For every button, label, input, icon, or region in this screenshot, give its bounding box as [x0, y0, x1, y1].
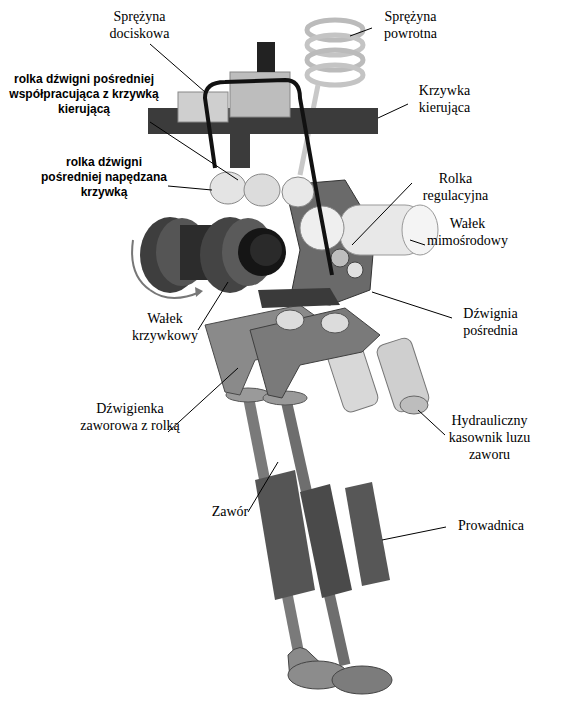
adjusting-roller — [331, 249, 349, 267]
adjusting-roller — [347, 262, 363, 278]
leader-line — [150, 44, 205, 92]
guide-block — [178, 92, 228, 122]
lever-contact-surface — [258, 288, 340, 308]
guide-cam — [148, 42, 378, 168]
part-label: Zawór — [205, 503, 255, 520]
part-label: Dźwignia pośrednia — [448, 305, 533, 339]
part-label: rolka dźwigni pośredniej współpracująca … — [4, 72, 164, 117]
lever-roller — [210, 172, 246, 204]
pressure-spring — [205, 80, 332, 275]
pressure-spring-wire — [205, 80, 332, 275]
lever-roller — [244, 174, 280, 206]
leader-line — [198, 282, 228, 330]
leader-lines — [150, 28, 452, 540]
rotation-arrow-head — [195, 287, 203, 297]
leader-line — [372, 292, 452, 318]
rotation-arrow — [150, 290, 200, 298]
spring-coil — [307, 65, 363, 85]
part-label: Wałek krzywkowy — [120, 310, 210, 344]
part-label: Sprężyna powrotna — [368, 8, 453, 42]
lash-adjuster — [375, 336, 431, 414]
part-label: Sprężyna dociskowa — [92, 8, 187, 42]
lever-rollers — [210, 172, 314, 207]
part-label: Wałek mimośrodowy — [425, 215, 510, 249]
leader-line — [418, 410, 445, 435]
part-label: Krzywka kierująca — [402, 82, 487, 116]
guide-knob — [257, 42, 275, 72]
leader-line — [410, 240, 425, 245]
leader-line — [350, 28, 372, 36]
lash-adjuster-end — [400, 396, 428, 414]
valve-guide — [300, 484, 352, 598]
roller-rocker — [250, 308, 380, 398]
camshaft-end — [238, 228, 286, 276]
valve-group — [226, 388, 392, 694]
lever-roller — [282, 177, 314, 207]
leader-line — [352, 183, 412, 245]
valve-guide — [345, 482, 390, 586]
rocker-arms — [205, 305, 380, 398]
part-label: Rolka regulacyjna — [408, 170, 503, 204]
part-label: Hydrauliczny kasownik luzu zaworu — [442, 412, 537, 463]
valve-guide — [255, 470, 315, 600]
leader-line — [248, 462, 278, 512]
camshaft — [132, 217, 286, 298]
rocker-roller — [276, 310, 304, 330]
rocker-roller — [321, 313, 349, 333]
guide-cam-arm — [230, 128, 250, 168]
rotation-arrow — [132, 240, 150, 290]
leader-line — [382, 527, 446, 540]
camshaft-end — [250, 234, 282, 266]
part-label: rolka dźwigni pośredniej napędzana krzyw… — [40, 155, 168, 200]
leader-line — [168, 186, 212, 190]
valve-head — [332, 666, 392, 694]
part-label: Dźwigienka zaworowa z rolką — [80, 400, 180, 434]
part-label: Prowadnica — [446, 517, 536, 534]
leader-line — [378, 104, 408, 118]
